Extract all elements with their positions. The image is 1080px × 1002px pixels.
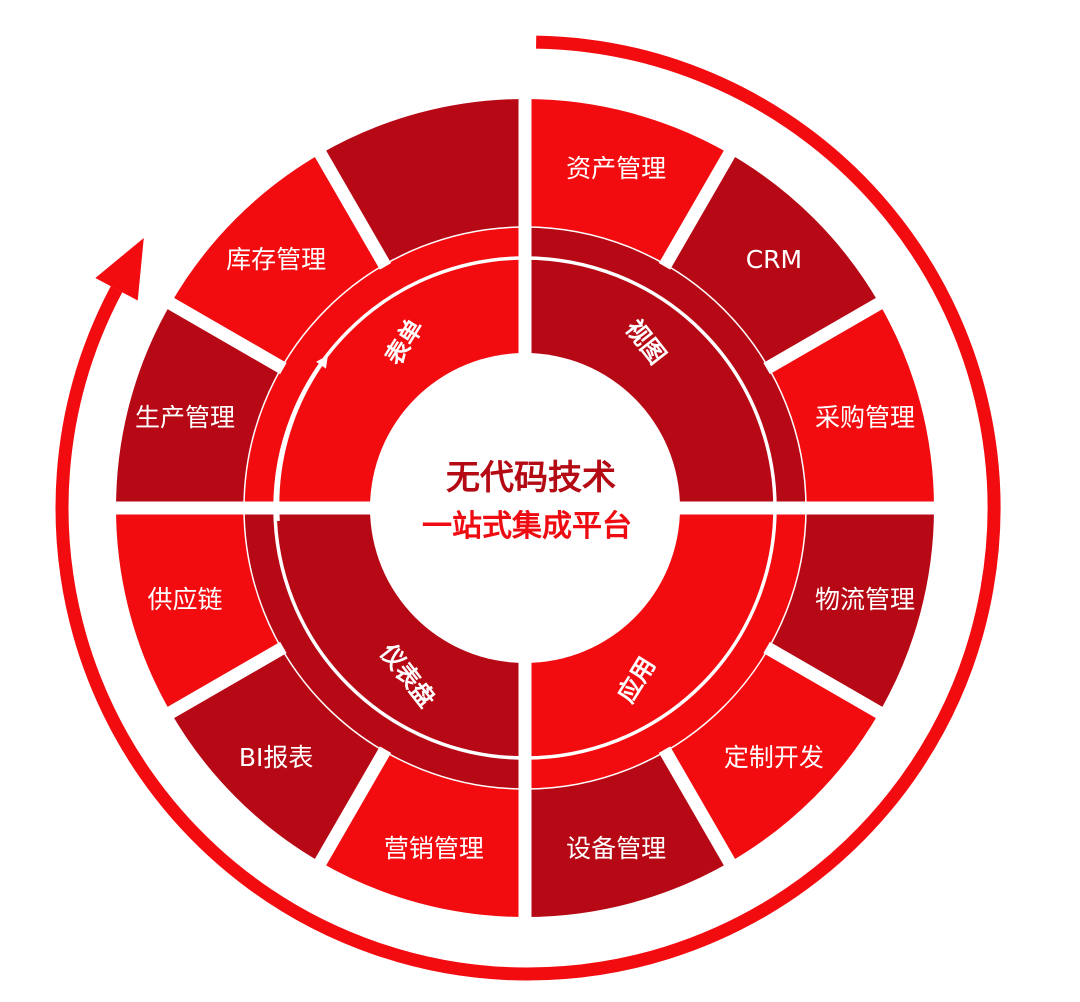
segment-item-1[interactable] (665, 153, 880, 368)
separator-line (158, 292, 287, 375)
cycle-arrow (55, 35, 1001, 981)
segment-item-2[interactable] (768, 303, 934, 509)
center-circle (370, 353, 680, 663)
segment-label: 设备管理 (566, 834, 666, 863)
segment-label: 生产管理 (135, 403, 235, 432)
separator-line (158, 641, 287, 724)
segment-label: 供应链 (147, 585, 222, 614)
separator-lines (105, 88, 945, 928)
segment-item-7[interactable] (170, 648, 385, 863)
segment-item-6[interactable] (320, 751, 526, 917)
segment-label: 资产管理 (566, 154, 666, 183)
segment-label: 定制开发 (724, 743, 824, 772)
outer-segments (116, 99, 934, 917)
separator-line (309, 141, 392, 270)
separator-line (658, 746, 741, 875)
segment-label: CRM (746, 245, 802, 274)
segment-item-5[interactable] (525, 751, 730, 917)
segment-item-8[interactable] (116, 508, 282, 713)
segment-label: 库存管理 (226, 245, 326, 274)
segment-label: 营销管理 (384, 834, 484, 863)
separator-line (658, 141, 741, 270)
separator-line (763, 641, 892, 724)
segment-blank[interactable] (320, 99, 526, 265)
separator-line (763, 292, 892, 375)
segment-label: BI报表 (239, 743, 314, 772)
segment-label: 物流管理 (815, 585, 915, 614)
segment-item-4[interactable] (665, 648, 880, 863)
inner-arrow-icon (276, 364, 323, 522)
segment-item-9[interactable] (116, 303, 282, 509)
segment-item-0[interactable] (525, 99, 730, 265)
segment-item-10[interactable] (170, 153, 385, 368)
cycle-arrow-arc (55, 35, 1001, 981)
segment-label: 采购管理 (815, 403, 915, 432)
center-subtitle: 一站式集成平台 (422, 509, 632, 544)
inner-arrow-head-icon (316, 355, 328, 369)
center-title: 无代码技术 (446, 458, 616, 498)
segment-item-3[interactable] (768, 508, 934, 713)
separator-line (309, 746, 392, 875)
cycle-arrow-head-icon (95, 238, 144, 301)
